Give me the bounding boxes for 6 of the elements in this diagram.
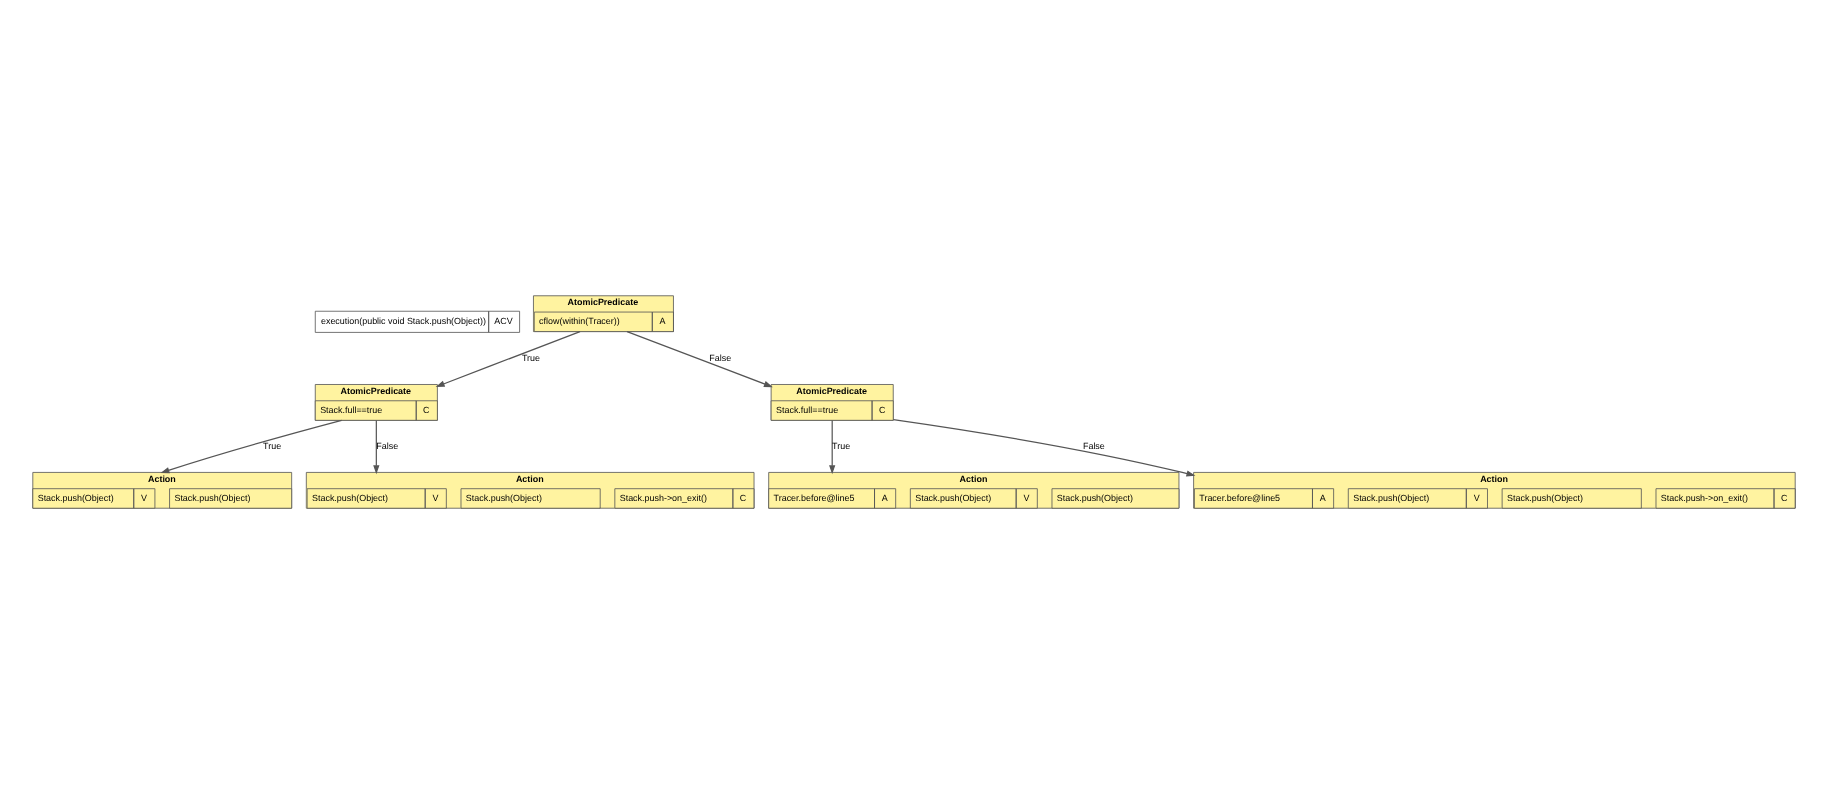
arrow — [373, 418, 380, 474]
arrow — [160, 418, 343, 473]
arrow — [829, 418, 836, 474]
arrow — [892, 418, 1196, 476]
arrow — [626, 330, 773, 387]
arrow — [435, 330, 581, 386]
